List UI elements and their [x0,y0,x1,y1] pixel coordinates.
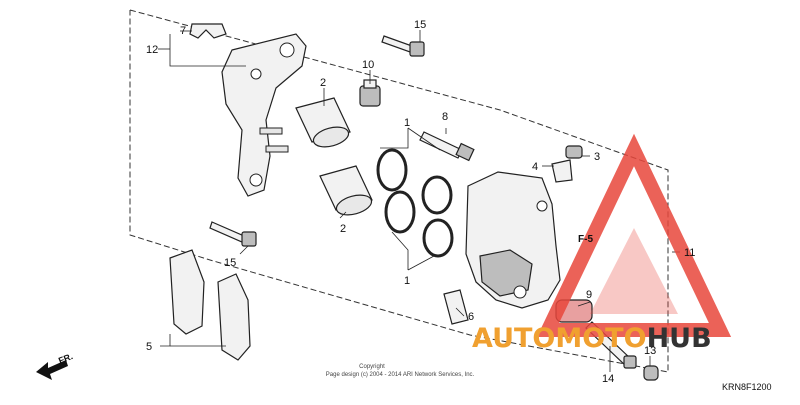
callout-3[interactable]: 3 [594,151,600,163]
direction-label: FR. [57,351,74,366]
bleeder-cap[interactable] [643,365,659,381]
pad-spring-clip[interactable] [189,23,227,39]
callout-2-bottom[interactable]: 2 [340,223,346,235]
callout-1-top[interactable]: 1 [404,117,410,129]
copyright-line1: Copyright [359,364,385,370]
leader-lines [158,30,680,372]
front-direction-arrow [36,360,68,380]
callout-9[interactable]: 9 [586,289,592,301]
flange-bolt-lower[interactable] [209,221,257,247]
flange-bolt-upper[interactable] [381,35,425,57]
watermark-wordmark: AUTOMOTOHUB [472,323,712,354]
callout-10[interactable]: 10 [362,59,374,71]
piston-lower[interactable] [319,165,374,218]
assembly-boundary [129,9,669,373]
brake-pad-set[interactable] [169,249,251,361]
reference-label[interactable]: F-5 [578,234,593,245]
callout-14[interactable]: 14 [602,373,614,385]
copyright-line2: Page design (c) 2004 - 2014 ARI Network … [326,372,475,378]
callout-2-top[interactable]: 2 [320,77,326,89]
pad-retainer[interactable] [551,159,573,183]
callout-12[interactable]: 12 [146,44,158,56]
watermark-logo [536,133,732,337]
callout-15-left[interactable]: 15 [224,257,236,269]
pad-pin-plug[interactable] [565,145,583,159]
callout-4[interactable]: 4 [532,161,538,173]
callout-6[interactable]: 6 [468,311,474,323]
callout-1-bottom[interactable]: 1 [404,275,410,287]
caliper-bracket[interactable] [221,33,307,197]
pad-shim[interactable] [443,289,469,325]
callout-13[interactable]: 13 [644,345,656,357]
piston-seal-kit[interactable] [376,148,454,258]
caliper-pin-bolt[interactable] [419,131,475,162]
watermark-part1: AUTOMOTO [472,323,647,354]
callout-15-top[interactable]: 15 [414,19,426,31]
piston-upper[interactable] [295,97,351,150]
callout-8[interactable]: 8 [442,111,448,123]
callout-11[interactable]: 11 [684,247,695,259]
callout-7[interactable]: 7 [180,25,186,37]
diagram-code: KRN8F1200 [722,382,772,392]
callout-5[interactable]: 5 [146,341,152,353]
watermark-part2: HUB [647,323,712,354]
caliper-body[interactable] [465,171,561,309]
